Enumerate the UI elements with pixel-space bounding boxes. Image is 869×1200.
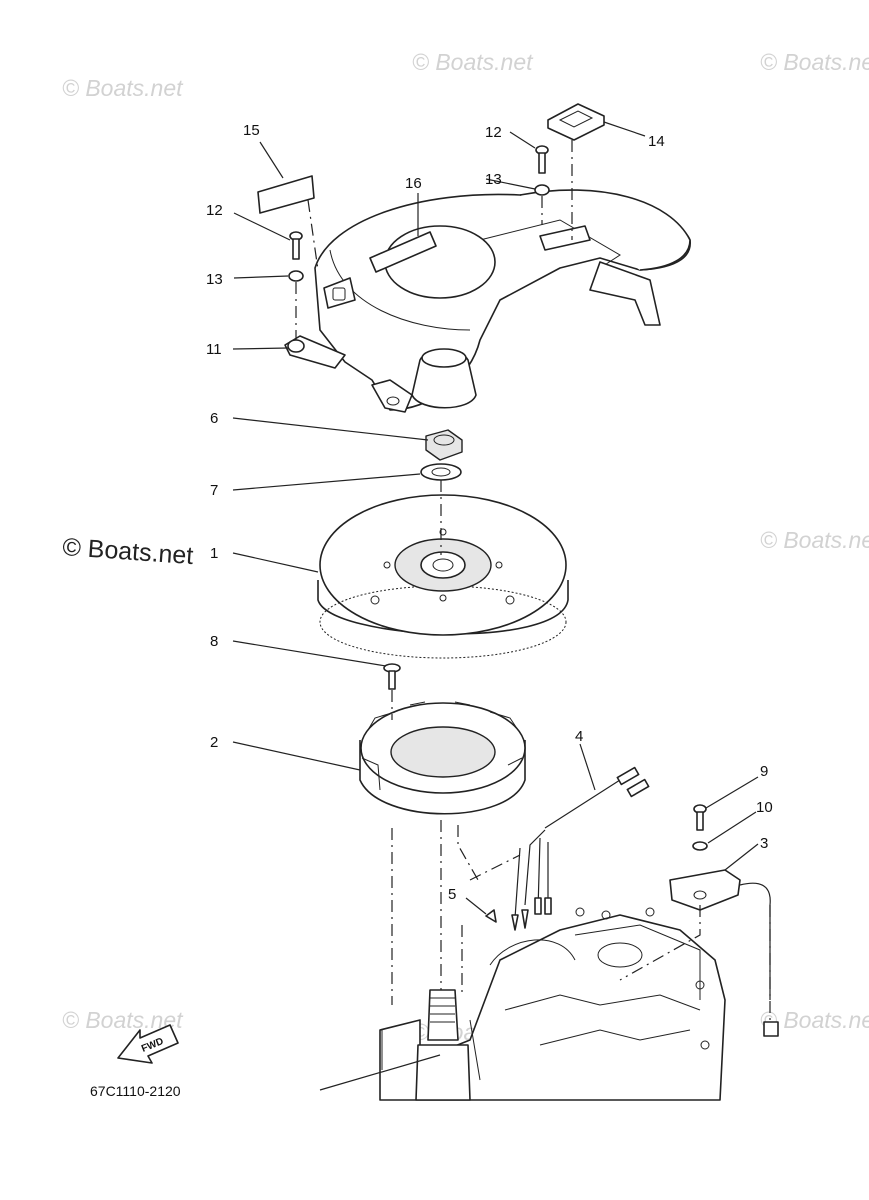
callout-6: 6 — [210, 410, 218, 427]
watermark: © Boats.net — [62, 75, 184, 101]
sensor-washer — [692, 841, 708, 851]
leader-lines — [232, 121, 759, 915]
flywheel-washer — [420, 463, 462, 481]
flywheel-magneto — [317, 494, 569, 659]
callout-15: 15 — [243, 122, 260, 139]
watermark: © Boats.net — [412, 49, 534, 75]
flywheel-nut — [425, 429, 463, 461]
callout-11: 11 — [206, 341, 222, 358]
callout-9: 9 — [760, 763, 768, 780]
centerlines — [295, 140, 771, 1020]
powerhead-block — [319, 907, 726, 1101]
washer — [288, 270, 304, 282]
callout-10: 10 — [756, 799, 773, 816]
flywheel-cover — [284, 189, 691, 413]
callout-5: 5 — [448, 886, 456, 903]
callout-1: 1 — [210, 545, 218, 562]
callout-2: 2 — [210, 734, 218, 751]
washer — [534, 184, 550, 196]
main-watermark: © Boats.net — [62, 533, 195, 570]
watermark: © Boats.net — [760, 527, 869, 553]
watermark: © Boats.net — [760, 49, 869, 75]
callout-14: 14 — [648, 133, 665, 150]
callout-7: 7 — [210, 482, 218, 499]
callout-13: 13 — [485, 171, 502, 188]
diagram-code: 67C1110-2120 — [90, 1083, 181, 1099]
callout-4: 4 — [575, 728, 583, 745]
stator-assembly — [359, 701, 526, 815]
stator-bolt — [383, 663, 401, 690]
bolt — [289, 231, 303, 260]
pulser-coil — [669, 869, 779, 1037]
callout-16: 16 — [405, 175, 422, 192]
callout-8: 8 — [210, 633, 218, 650]
decal — [257, 175, 315, 214]
callout-12: 12 — [206, 202, 223, 219]
bolt — [535, 145, 549, 174]
wire-harness — [511, 766, 650, 931]
callout-12: 12 — [485, 124, 502, 141]
fwd-arrow-icon: FWD — [117, 1024, 179, 1064]
callout-labels: 15 16 12 13 11 12 13 14 6 7 1 8 2 4 5 9 … — [206, 122, 773, 903]
callout-13: 13 — [206, 271, 223, 288]
callout-3: 3 — [760, 835, 768, 852]
grommet — [547, 103, 605, 141]
sensor-bolt — [693, 804, 707, 831]
woodruff-key — [485, 909, 497, 923]
